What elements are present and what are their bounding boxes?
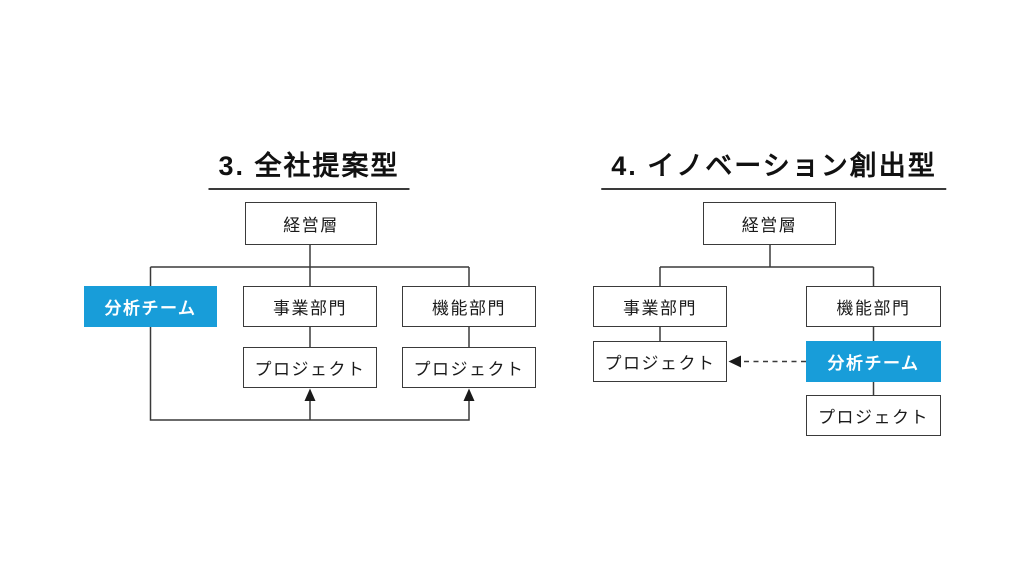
arrow-up-icon xyxy=(463,388,475,401)
arrow-left-icon xyxy=(728,355,741,368)
node-management: 経営層 xyxy=(245,202,377,245)
arrow-up-icon xyxy=(304,388,316,401)
left-diagram-connectors xyxy=(149,245,475,421)
node-project-under-analysis: プロジェクト xyxy=(806,395,941,436)
node-function-division: 機能部門 xyxy=(402,286,536,327)
node-business-division: 事業部門 xyxy=(593,286,727,327)
node-management: 経営層 xyxy=(703,202,836,245)
node-project-under-function: プロジェクト xyxy=(402,347,536,388)
right-diagram-title: 4. イノベーション創出型 xyxy=(601,144,947,190)
node-analysis-team: 分析チーム xyxy=(84,286,217,327)
node-project-under-business: プロジェクト xyxy=(243,347,377,388)
node-business-division: 事業部門 xyxy=(243,286,377,327)
node-analysis-team: 分析チーム xyxy=(806,341,941,382)
node-project-under-business: プロジェクト xyxy=(593,341,727,382)
node-function-division: 機能部門 xyxy=(806,286,941,327)
left-diagram-title: 3. 全社提案型 xyxy=(208,144,410,190)
